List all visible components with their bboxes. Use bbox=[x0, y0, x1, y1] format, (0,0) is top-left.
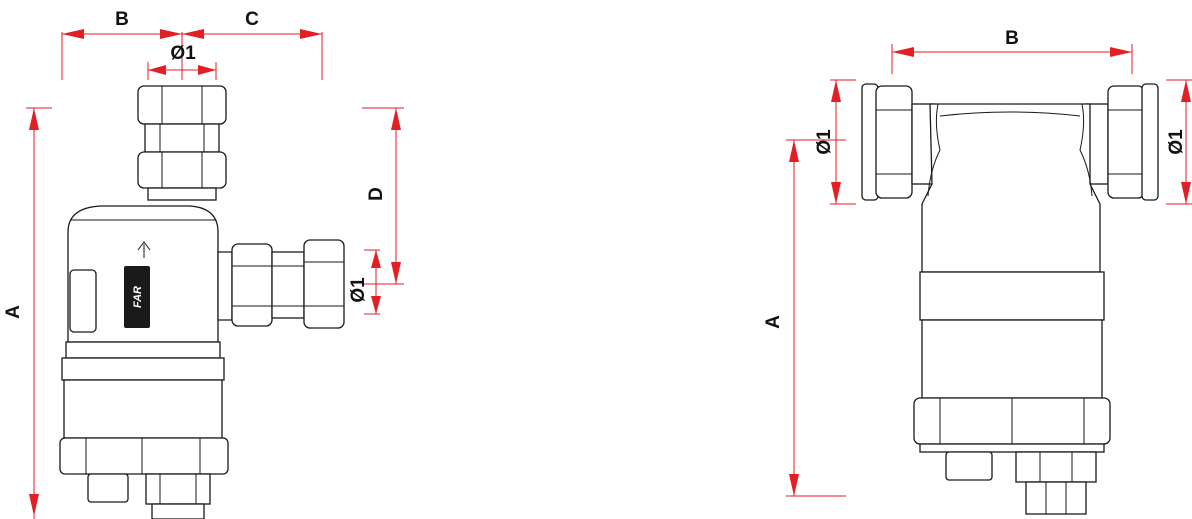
dim-label-a-right: A bbox=[763, 315, 784, 329]
dim-label-b-right: B bbox=[1005, 28, 1019, 49]
dimension-a: A bbox=[3, 107, 52, 519]
dimension-dia-side: Ø1 bbox=[348, 249, 381, 315]
left-view: FAR B C bbox=[3, 9, 404, 519]
dimension-dia-top: Ø1 bbox=[147, 43, 217, 80]
left-inlet-fitting bbox=[861, 83, 935, 201]
front-body bbox=[913, 103, 1111, 515]
up-arrow-icon bbox=[137, 241, 151, 258]
dimension-b-right: B bbox=[891, 28, 1133, 74]
dimension-c: C bbox=[182, 9, 323, 80]
side-compression-fitting bbox=[217, 239, 345, 329]
dim-label-dia-side: Ø1 bbox=[348, 277, 369, 303]
dim-label-c: C bbox=[245, 9, 259, 30]
right-inlet-fitting bbox=[1085, 83, 1159, 201]
right-view: B A Ø1 Ø1 bbox=[763, 28, 1192, 515]
dimension-b: B bbox=[61, 9, 183, 80]
dim-label-b: B bbox=[115, 9, 129, 30]
dimension-dia-left: Ø1 bbox=[814, 79, 856, 205]
dimension-d: D bbox=[362, 107, 404, 285]
dim-label-d: D bbox=[366, 187, 387, 201]
brand-label: FAR bbox=[124, 266, 150, 328]
dim-label-a: A bbox=[3, 305, 24, 319]
dimension-dia-right: Ø1 bbox=[1166, 79, 1192, 205]
dim-label-dia-left: Ø1 bbox=[814, 129, 835, 155]
dim-label-dia-top: Ø1 bbox=[170, 43, 196, 64]
top-compression-fitting bbox=[137, 85, 227, 201]
brand-text: FAR bbox=[132, 286, 144, 308]
dim-label-dia-right: Ø1 bbox=[1166, 129, 1187, 155]
dimension-a-right: A bbox=[763, 139, 846, 497]
